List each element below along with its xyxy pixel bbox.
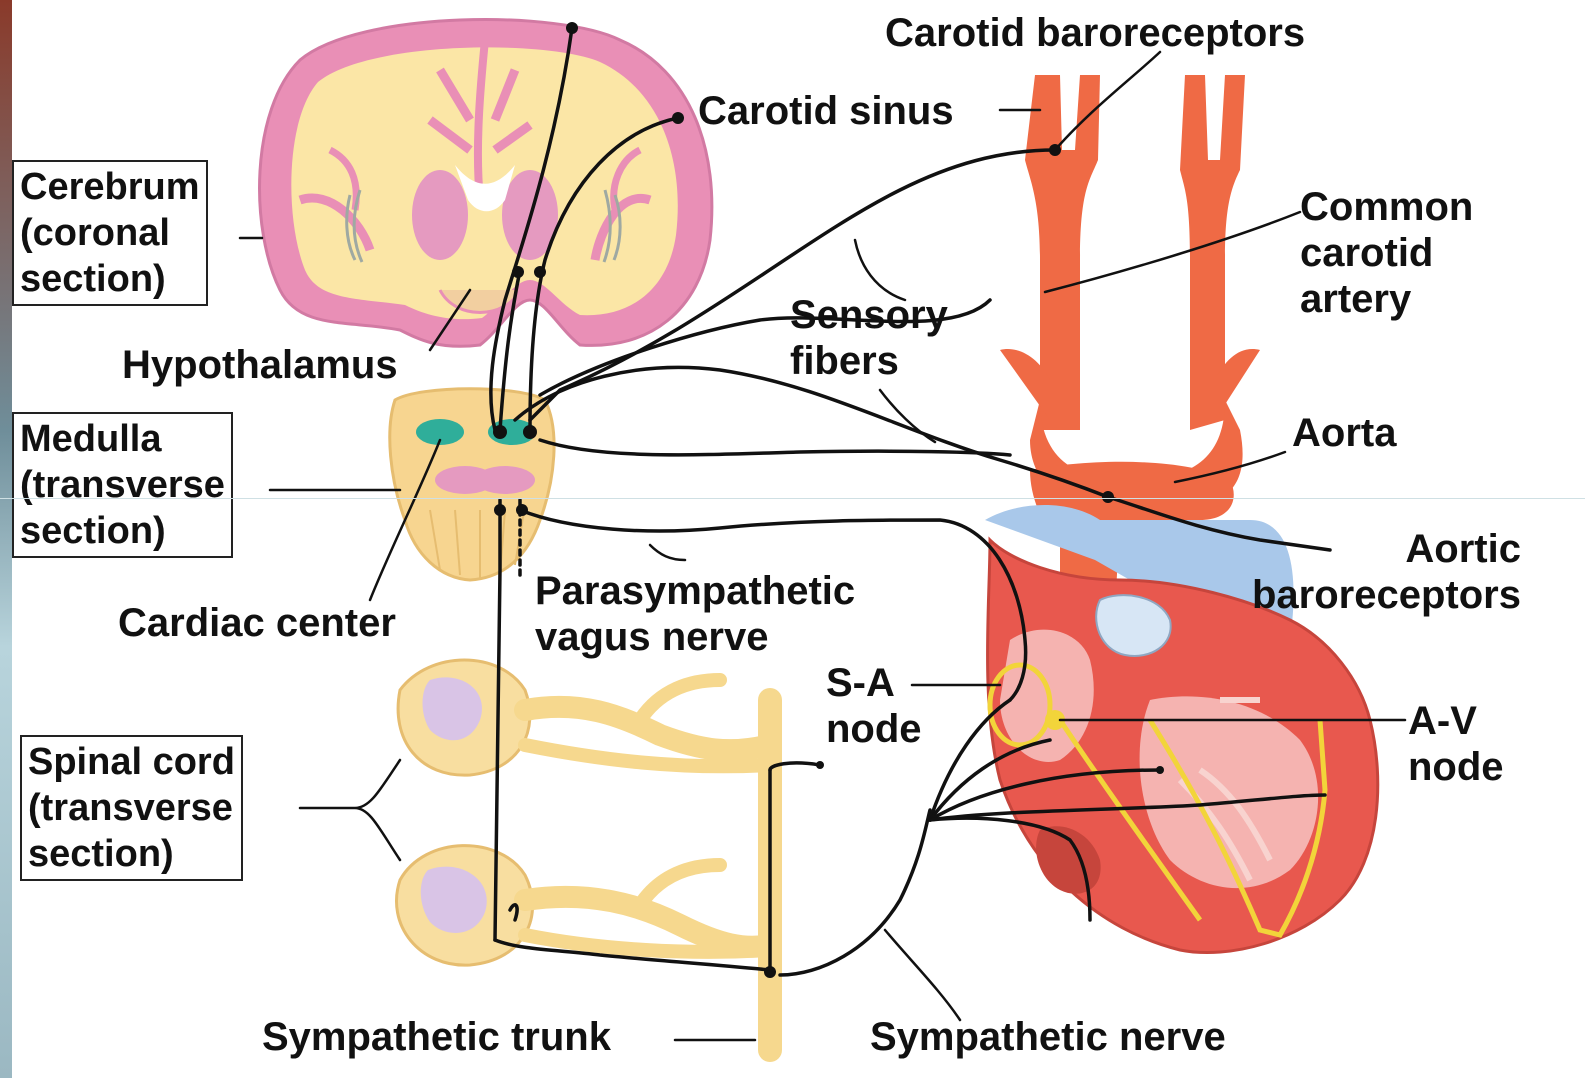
common-carotid-label-line-1: Common: [1300, 184, 1473, 230]
sa-node-label-line-2: node: [826, 706, 922, 752]
cerebrum-label-box: Cerebrum (coronal section): [12, 160, 208, 306]
cerebrum-label-line-2: (coronal: [20, 210, 200, 256]
carotid-sinus-label: Carotid sinus: [698, 88, 954, 134]
sa-node-label-line-1: S-A: [826, 660, 922, 706]
sa-node-label: S-A node: [826, 660, 922, 752]
common-carotid-label-line-2: carotid: [1300, 230, 1473, 276]
sympathetic-nerve-label: Sympathetic nerve: [870, 1014, 1226, 1060]
parasympathetic-vagus-label: Parasympathetic vagus nerve: [535, 568, 855, 660]
spinal-cord-upper-illustration: [398, 660, 530, 775]
spinal-cord-label-box: Spinal cord (transverse section): [20, 735, 243, 881]
spinal-cord-label-line-2: (transverse: [28, 785, 235, 831]
common-carotid-label-line-3: artery: [1300, 276, 1473, 322]
aortic-baroreceptors-label: Aortic baroreceptors: [1252, 526, 1521, 618]
av-node-label: A-V node: [1408, 698, 1504, 790]
medulla-label-line-1: Medulla: [20, 416, 225, 462]
cardiac-center-label: Cardiac center: [118, 600, 396, 646]
spinal-cord-label-line-1: Spinal cord: [28, 739, 235, 785]
divider-line: [0, 498, 1585, 499]
common-carotid-artery-label: Common carotid artery: [1300, 184, 1473, 322]
medulla-label-box: Medulla (transverse section): [12, 412, 233, 558]
carotid-baroreceptors-label: Carotid baroreceptors: [885, 10, 1305, 56]
sympathetic-chain-illustration: [525, 680, 770, 1050]
carotid-artery-illustration: [1000, 75, 1260, 505]
sensory-fibers-label-line-1: Sensory: [790, 292, 948, 338]
parasympathetic-label-line-2: vagus nerve: [535, 614, 855, 660]
av-node-label-line-1: A-V: [1408, 698, 1504, 744]
aortic-baroreceptors-label-line-1: Aortic: [1252, 526, 1521, 572]
medulla-label-line-3: section): [20, 508, 225, 554]
hypothalamus-label: Hypothalamus: [122, 342, 398, 388]
parasympathetic-label-line-1: Parasympathetic: [535, 568, 855, 614]
sensory-fibers-label: Sensory fibers: [790, 292, 948, 384]
medulla-label-line-2: (transverse: [20, 462, 225, 508]
cerebrum-label-line-1: Cerebrum: [20, 164, 200, 210]
sympathetic-trunk-label: Sympathetic trunk: [262, 1014, 611, 1060]
aortic-baroreceptors-label-line-2: baroreceptors: [1252, 572, 1521, 618]
cerebrum-label-line-3: section): [20, 256, 200, 302]
av-node-label-line-2: node: [1408, 744, 1504, 790]
sensory-fibers-label-line-2: fibers: [790, 338, 948, 384]
aorta-label: Aorta: [1292, 410, 1396, 456]
spinal-cord-label-line-3: section): [28, 831, 235, 877]
cerebrum-illustration: [260, 20, 712, 347]
